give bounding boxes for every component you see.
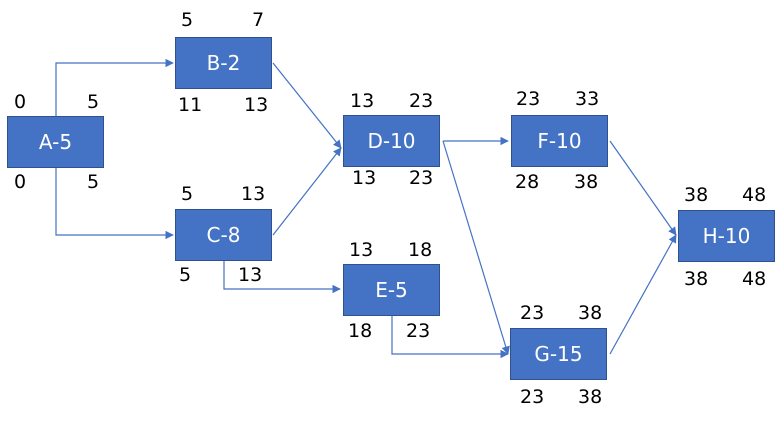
node-f-late-finish: 38 <box>574 171 599 193</box>
node-h-late-finish: 48 <box>742 268 767 290</box>
node-f-late-start: 28 <box>515 171 540 193</box>
node-g-early-start: 23 <box>520 302 545 324</box>
edge-b-d <box>272 62 342 149</box>
node-a-early-finish: 5 <box>87 91 100 113</box>
node-h-late-start: 38 <box>684 268 709 290</box>
node-c-late-finish: 13 <box>238 264 263 286</box>
node-b-late-start: 11 <box>178 94 203 116</box>
node-b-label: B-2 <box>206 51 241 75</box>
node-e-late-start: 18 <box>348 320 373 342</box>
node-d: D-10 <box>343 115 440 167</box>
node-f-early-finish: 33 <box>575 88 600 110</box>
node-b-late-finish: 13 <box>244 94 269 116</box>
node-h-label: H-10 <box>702 224 751 248</box>
edge-d-g <box>442 140 510 355</box>
node-f: F-10 <box>511 115 608 167</box>
node-b-early-start: 5 <box>181 9 194 31</box>
node-a-late-finish: 5 <box>87 171 100 193</box>
node-g-late-finish: 38 <box>578 386 603 408</box>
node-d-late-finish: 23 <box>409 167 434 189</box>
node-e: E-5 <box>343 264 440 316</box>
edge-a-c <box>55 167 174 240</box>
node-c-late-start: 5 <box>179 264 192 286</box>
node-h: H-10 <box>678 210 775 262</box>
node-h-early-finish: 48 <box>742 184 767 206</box>
node-g-label: G-15 <box>534 342 583 366</box>
edge-a-b <box>55 58 174 117</box>
edge-f-h <box>609 140 677 236</box>
node-g-early-finish: 38 <box>578 302 603 324</box>
node-f-early-start: 23 <box>516 88 541 110</box>
node-a-late-start: 0 <box>14 171 27 193</box>
node-b: B-2 <box>175 37 272 89</box>
node-c-early-start: 5 <box>181 183 194 205</box>
node-c: C-8 <box>175 209 272 261</box>
node-d-late-start: 13 <box>352 167 377 189</box>
node-c-early-finish: 13 <box>241 183 266 205</box>
node-a-early-start: 0 <box>14 91 27 113</box>
node-g: G-15 <box>510 328 607 380</box>
edge-g-h <box>609 234 677 355</box>
node-e-early-start: 13 <box>349 239 374 261</box>
node-e-late-finish: 23 <box>406 320 431 342</box>
node-d-early-finish: 23 <box>409 90 434 112</box>
node-c-label: C-8 <box>206 223 241 247</box>
node-d-early-start: 13 <box>350 90 375 112</box>
node-e-early-finish: 18 <box>408 239 433 261</box>
node-d-label: D-10 <box>367 129 416 153</box>
edge-c-e <box>223 260 341 294</box>
node-a-label: A-5 <box>38 130 73 154</box>
node-h-early-start: 38 <box>684 184 709 206</box>
node-b-early-finish: 7 <box>252 9 265 31</box>
edge-e-g <box>391 315 509 359</box>
edge-c-d <box>272 147 342 236</box>
node-g-late-start: 23 <box>520 386 545 408</box>
node-f-label: F-10 <box>537 129 582 153</box>
node-e-label: E-5 <box>375 278 408 302</box>
node-a: A-5 <box>7 116 104 168</box>
